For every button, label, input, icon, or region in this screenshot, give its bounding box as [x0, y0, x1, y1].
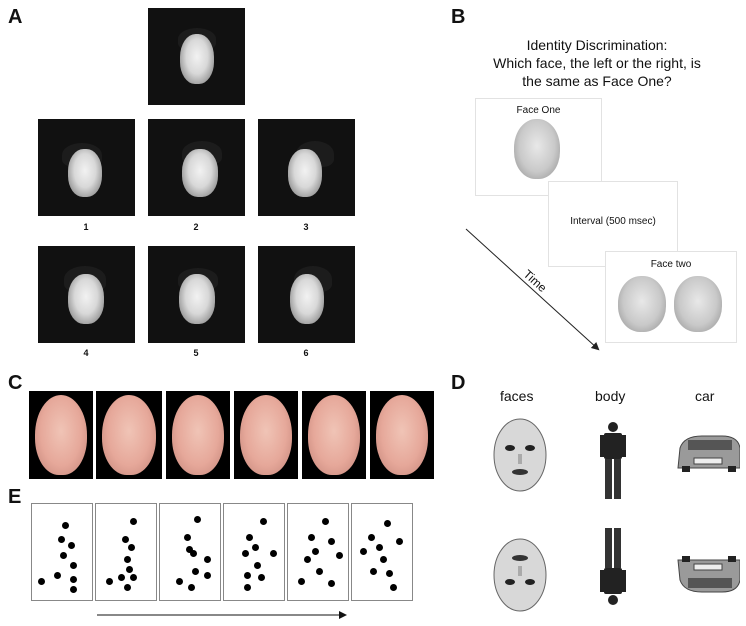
face-number-1: 1: [83, 222, 89, 232]
morph-face-6: [370, 391, 434, 479]
face-number-2: 2: [193, 222, 199, 232]
panel-d-stimuli: [493, 418, 740, 612]
category-label-faces: faces: [500, 388, 534, 404]
face-photo-6: [258, 246, 355, 343]
upright-car-image: [677, 435, 740, 472]
morph-face-5: [302, 391, 366, 479]
panel-label-b: B: [451, 6, 466, 28]
morph-face-1: [29, 391, 93, 479]
panel-label-d: D: [451, 372, 466, 394]
panel-label-a: A: [8, 6, 23, 28]
category-label-body: body: [595, 388, 626, 404]
upright-face-image: [493, 418, 547, 492]
dot-frame-6: [351, 503, 413, 601]
inverted-face-image: [493, 538, 547, 612]
panel-label-c: C: [8, 372, 23, 394]
instruction-line-2: Which face, the left or the right, is: [493, 55, 701, 71]
morph-face-4: [234, 391, 298, 479]
face-one-label: Face One: [516, 105, 561, 116]
panel-label-e: E: [8, 486, 22, 508]
time-arrow: [465, 228, 600, 351]
face-two-right-image: [674, 276, 722, 332]
interval-label: Interval (500 msec): [570, 216, 656, 227]
upright-body-image: [600, 422, 626, 499]
face-two-label: Face two: [650, 259, 692, 270]
sequence-arrow: [97, 611, 347, 619]
face-photo-5: [148, 246, 245, 343]
morph-face-2: [96, 391, 162, 479]
dot-frame-3: [159, 503, 221, 601]
category-label-car: car: [695, 388, 715, 404]
instruction-line-3: the same as Face One?: [522, 73, 672, 89]
dot-frame-1: [31, 503, 93, 601]
face-number-4: 4: [83, 348, 89, 358]
face-number-6: 6: [303, 348, 309, 358]
face-two-frame: Face two: [605, 251, 737, 343]
face-one-image: [514, 119, 560, 179]
face-number-3: 3: [303, 222, 309, 232]
dot-frame-2: [95, 503, 157, 601]
dot-frame-4: [223, 503, 285, 601]
task-instructions: Identity Discrimination: Which face, the…: [462, 36, 732, 90]
morph-face-3: [166, 391, 230, 479]
target-face-photo: [148, 8, 245, 105]
face-number-5: 5: [193, 348, 199, 358]
face-photo-4: [38, 246, 135, 343]
face-photo-2: [148, 119, 245, 216]
inverted-car-image: [677, 556, 740, 593]
face-two-left-image: [618, 276, 666, 332]
face-one-frame: Face One: [475, 98, 602, 196]
instruction-line-1: Identity Discrimination:: [526, 37, 668, 53]
dot-frame-5: [287, 503, 349, 601]
inverted-body-image: [600, 528, 626, 605]
face-photo-1: [38, 119, 135, 216]
face-photo-3: [258, 119, 355, 216]
